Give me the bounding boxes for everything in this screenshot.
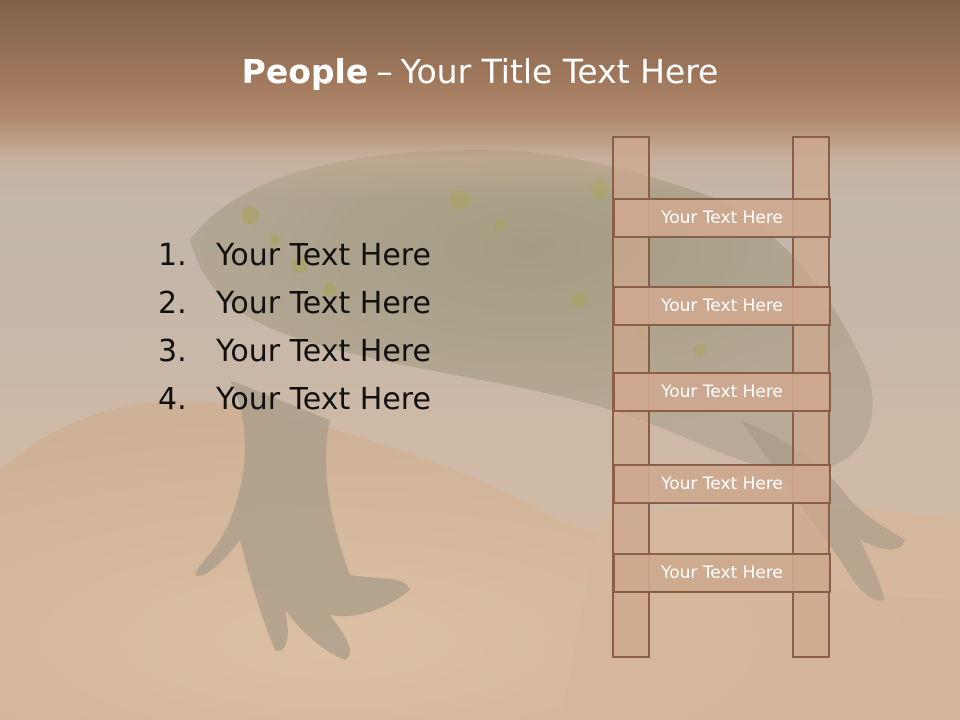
list-item: 4. Your Text Here xyxy=(158,376,431,424)
list-text: Your Text Here xyxy=(216,286,431,321)
list-text: Your Text Here xyxy=(216,382,431,417)
list-number: 3. xyxy=(158,334,187,369)
ladder-rung-5: Your Text Here xyxy=(613,553,831,593)
numbered-list: 1. Your Text Here 2. Your Text Here 3. Your… xyxy=(158,232,431,424)
list-number: 1. xyxy=(158,238,187,273)
list-item: 1. Your Text Here xyxy=(158,232,431,280)
list-item: 3. Your Text Here xyxy=(158,328,431,376)
ladder-rung-1: Your Text Here xyxy=(613,198,831,238)
list-text: Your Text Here xyxy=(216,334,431,369)
ladder-rung-3: Your Text Here xyxy=(613,372,831,412)
title-text: Your Title Text Here xyxy=(400,52,719,91)
list-text: Your Text Here xyxy=(216,238,431,273)
slide-title: People–Your Title Text Here xyxy=(0,52,960,91)
title-bold-word: People xyxy=(241,52,369,91)
list-number: 2. xyxy=(158,286,187,321)
ladder-rung-2: Your Text Here xyxy=(613,286,831,326)
list-number: 4. xyxy=(158,382,187,417)
ladder-rung-4: Your Text Here xyxy=(613,464,831,504)
title-separator: – xyxy=(376,52,393,91)
list-item: 2. Your Text Here xyxy=(158,280,431,328)
